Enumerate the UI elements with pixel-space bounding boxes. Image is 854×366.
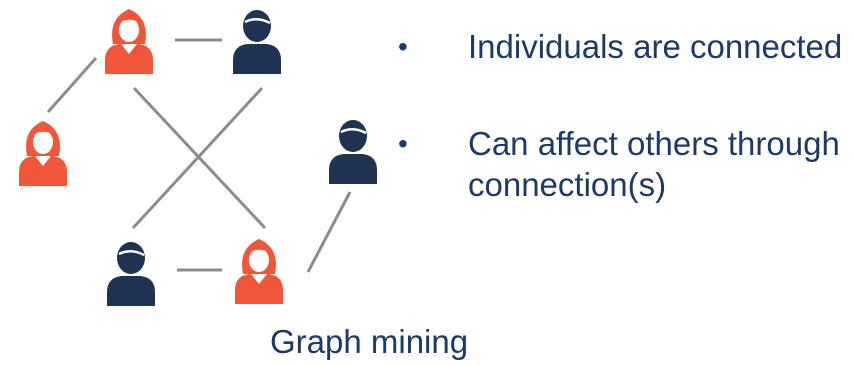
bullet-list: • Individuals are connected • Can affect… bbox=[398, 26, 848, 205]
bullet-item: • Can affect others through connection(s… bbox=[398, 123, 848, 205]
bullet-dot: • bbox=[398, 128, 408, 159]
male-person-icon bbox=[105, 240, 157, 306]
caption: Graph mining bbox=[270, 323, 469, 360]
bullet-item: • Individuals are connected bbox=[398, 26, 848, 67]
male-person-icon bbox=[327, 118, 379, 184]
edge-f3-m3 bbox=[306, 191, 352, 273]
male-person-icon bbox=[231, 8, 283, 74]
bullet-text: Can affect others through connection(s) bbox=[468, 125, 840, 203]
edge-m1-m2 bbox=[131, 86, 264, 230]
edge-f1-f2 bbox=[46, 57, 98, 113]
bullet-text: Individuals are connected bbox=[468, 28, 843, 65]
bullet-dot: • bbox=[398, 31, 408, 62]
female-person-icon bbox=[105, 9, 153, 74]
female-person-icon bbox=[235, 239, 283, 304]
female-person-icon bbox=[19, 121, 67, 186]
